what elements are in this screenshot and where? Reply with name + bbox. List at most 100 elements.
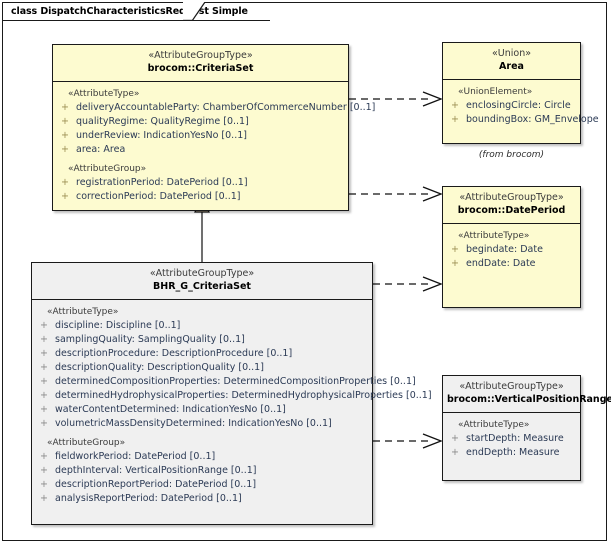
visibility-marker: + (40, 478, 48, 490)
class-body-verticalpositionrange: «AttributeType» + startDepth: Measure + … (443, 413, 580, 480)
visibility-marker: + (451, 113, 459, 125)
attribute-row: + analysisReportPeriod: DatePeriod [0..1… (36, 492, 368, 506)
class-stereotype: «Union» (491, 48, 532, 59)
attribute-text: volumetricMassDensityDetermined: Indicat… (55, 417, 332, 429)
compartment-title: «AttributeType» (458, 419, 530, 430)
class-header-criteriaset: «AttributeGroupType» brocom::CriteriaSet (53, 45, 348, 82)
attribute-row: + underReview: IndicationYesNo [0..1] (57, 129, 344, 143)
class-name: BHR_G_CriteriaSet (153, 280, 251, 292)
visibility-marker: + (40, 375, 48, 387)
class-name: Area (499, 60, 524, 72)
visibility-marker: + (61, 129, 69, 141)
visibility-marker: + (61, 143, 69, 155)
visibility-marker: + (61, 190, 69, 202)
attribute-text: boundingBox: GM_Envelope (466, 113, 599, 125)
class-box-verticalpositionrange[interactable]: «AttributeGroupType» brocom::VerticalPos… (442, 375, 611, 481)
visibility-marker: + (61, 176, 69, 188)
visibility-marker: + (61, 101, 69, 113)
attribute-row: + determinedHydrophysicalProperties: Det… (36, 389, 432, 403)
compartment-title: «AttributeGroup» (47, 437, 126, 448)
attribute-text: descriptionProcedure: DescriptionProcedu… (55, 347, 293, 359)
attribute-text: startDepth: Measure (466, 432, 564, 444)
attribute-text: determinedCompositionProperties: Determi… (55, 375, 416, 387)
attribute-text: enclosingCircle: Circle (466, 99, 571, 111)
compartment-title: «AttributeType» (68, 88, 140, 99)
attribute-row: + begindate: Date (447, 243, 576, 257)
class-name: brocom::CriteriaSet (147, 62, 254, 74)
visibility-marker: + (451, 257, 459, 269)
attribute-text: endDate: Date (466, 257, 536, 269)
attribute-row: + qualityRegime: QualityRegime [0..1] (57, 115, 344, 129)
compartment-title: «UnionElement» (458, 86, 533, 97)
attribute-row: + startDepth: Measure (447, 432, 576, 446)
attribute-text: fieldworkPeriod: DatePeriod [0..1] (55, 450, 216, 462)
diagram-title-tab[interactable]: class DispatchCharacteristicsRequest Sim… (2, 2, 270, 21)
attribute-row: + correctionPeriod: DatePeriod [0..1] (57, 190, 344, 204)
attribute-text: deliveryAccountableParty: ChamberOfComme… (76, 101, 376, 113)
class-body-dateperiod: «AttributeType» + begindate: Date + endD… (443, 224, 580, 307)
attribute-row: + waterContentDetermined: IndicationYesN… (36, 403, 368, 417)
attribute-row: + endDate: Date (447, 257, 576, 271)
class-box-area[interactable]: «Union» Area «UnionElement» + enclosingC… (442, 42, 599, 144)
attribute-row: + samplingQuality: SamplingQuality [0..1… (36, 333, 368, 347)
visibility-marker: + (451, 99, 459, 111)
class-name: brocom::DatePeriod (457, 204, 566, 216)
attribute-row: + registrationPeriod: DatePeriod [0..1] (57, 176, 344, 190)
visibility-marker: + (40, 403, 48, 415)
attribute-row: + fieldworkPeriod: DatePeriod [0..1] (36, 450, 368, 464)
attribute-row: + descriptionReportPeriod: DatePeriod [0… (36, 478, 368, 492)
class-body-criteriaset: «AttributeType» + deliveryAccountablePar… (53, 82, 375, 210)
visibility-marker: + (40, 389, 48, 401)
visibility-marker: + (40, 417, 48, 429)
attribute-row: + determinedCompositionProperties: Deter… (36, 375, 416, 389)
visibility-marker: + (451, 446, 459, 458)
class-stereotype: «AttributeGroupType» (459, 381, 564, 392)
attribute-row: + area: Area (57, 143, 344, 157)
attribute-text: samplingQuality: SamplingQuality [0..1] (55, 333, 245, 345)
attribute-text: area: Area (76, 143, 126, 155)
compartment-title: «AttributeType» (458, 230, 530, 241)
visibility-marker: + (61, 115, 69, 127)
package-origin-note: (from brocom) (478, 150, 545, 160)
attribute-text: waterContentDetermined: IndicationYesNo … (55, 403, 286, 415)
class-box-bhr-g-criteriaset[interactable]: «AttributeGroupType» BHR_G_CriteriaSet «… (31, 262, 432, 525)
visibility-marker: + (40, 450, 48, 462)
class-header-verticalpositionrange: «AttributeGroupType» brocom::VerticalPos… (443, 376, 611, 413)
attribute-text: qualityRegime: QualityRegime [0..1] (76, 115, 249, 127)
attribute-text: discipline: Discipline [0..1] (55, 319, 181, 331)
class-box-criteriaset[interactable]: «AttributeGroupType» brocom::CriteriaSet… (52, 44, 375, 211)
compartment-title: «AttributeGroup» (68, 163, 147, 174)
class-box-dateperiod[interactable]: «AttributeGroupType» brocom::DatePeriod … (442, 186, 581, 308)
class-stereotype: «AttributeGroupType» (149, 268, 255, 279)
visibility-marker: + (40, 464, 48, 476)
attribute-text: determinedHydrophysicalProperties: Deter… (55, 389, 432, 401)
attribute-text: descriptionQuality: DescriptionQuality [… (55, 361, 264, 373)
class-body-area: «UnionElement» + enclosingCircle: Circle… (443, 80, 599, 143)
compartment-title: «AttributeType» (47, 306, 119, 317)
attribute-row: + depthInterval: VerticalPositionRange [… (36, 464, 368, 478)
class-header-dateperiod: «AttributeGroupType» brocom::DatePeriod (443, 187, 580, 224)
visibility-marker: + (451, 243, 459, 255)
attribute-row: + boundingBox: GM_Envelope (447, 113, 599, 127)
attribute-row: + enclosingCircle: Circle (447, 99, 576, 113)
attribute-text: registrationPeriod: DatePeriod [0..1] (76, 176, 248, 188)
attribute-row: + discipline: Discipline [0..1] (36, 319, 368, 333)
class-stereotype: «AttributeGroupType» (148, 50, 253, 61)
class-body-bhr-g-criteriaset: «AttributeType» + discipline: Discipline… (32, 300, 432, 512)
class-header-area: «Union» Area (443, 43, 580, 80)
class-header-bhr-g-criteriaset: «AttributeGroupType» BHR_G_CriteriaSet (32, 263, 372, 300)
diagram-title-label: class DispatchCharacteristicsRequest Sim… (11, 6, 248, 17)
visibility-marker: + (451, 432, 459, 444)
visibility-marker: + (40, 319, 48, 331)
attribute-row: + descriptionProcedure: DescriptionProce… (36, 347, 368, 361)
attribute-text: begindate: Date (466, 243, 543, 255)
attribute-row: + descriptionQuality: DescriptionQuality… (36, 361, 368, 375)
attribute-text: depthInterval: VerticalPositionRange [0.… (55, 464, 257, 476)
visibility-marker: + (40, 361, 48, 373)
attribute-row: + volumetricMassDensityDetermined: Indic… (36, 417, 368, 431)
class-stereotype: «AttributeGroupType» (459, 192, 564, 203)
attribute-text: analysisReportPeriod: DatePeriod [0..1] (55, 492, 242, 504)
class-name: brocom::VerticalPositionRange (447, 393, 611, 405)
attribute-text: underReview: IndicationYesNo [0..1] (76, 129, 247, 141)
